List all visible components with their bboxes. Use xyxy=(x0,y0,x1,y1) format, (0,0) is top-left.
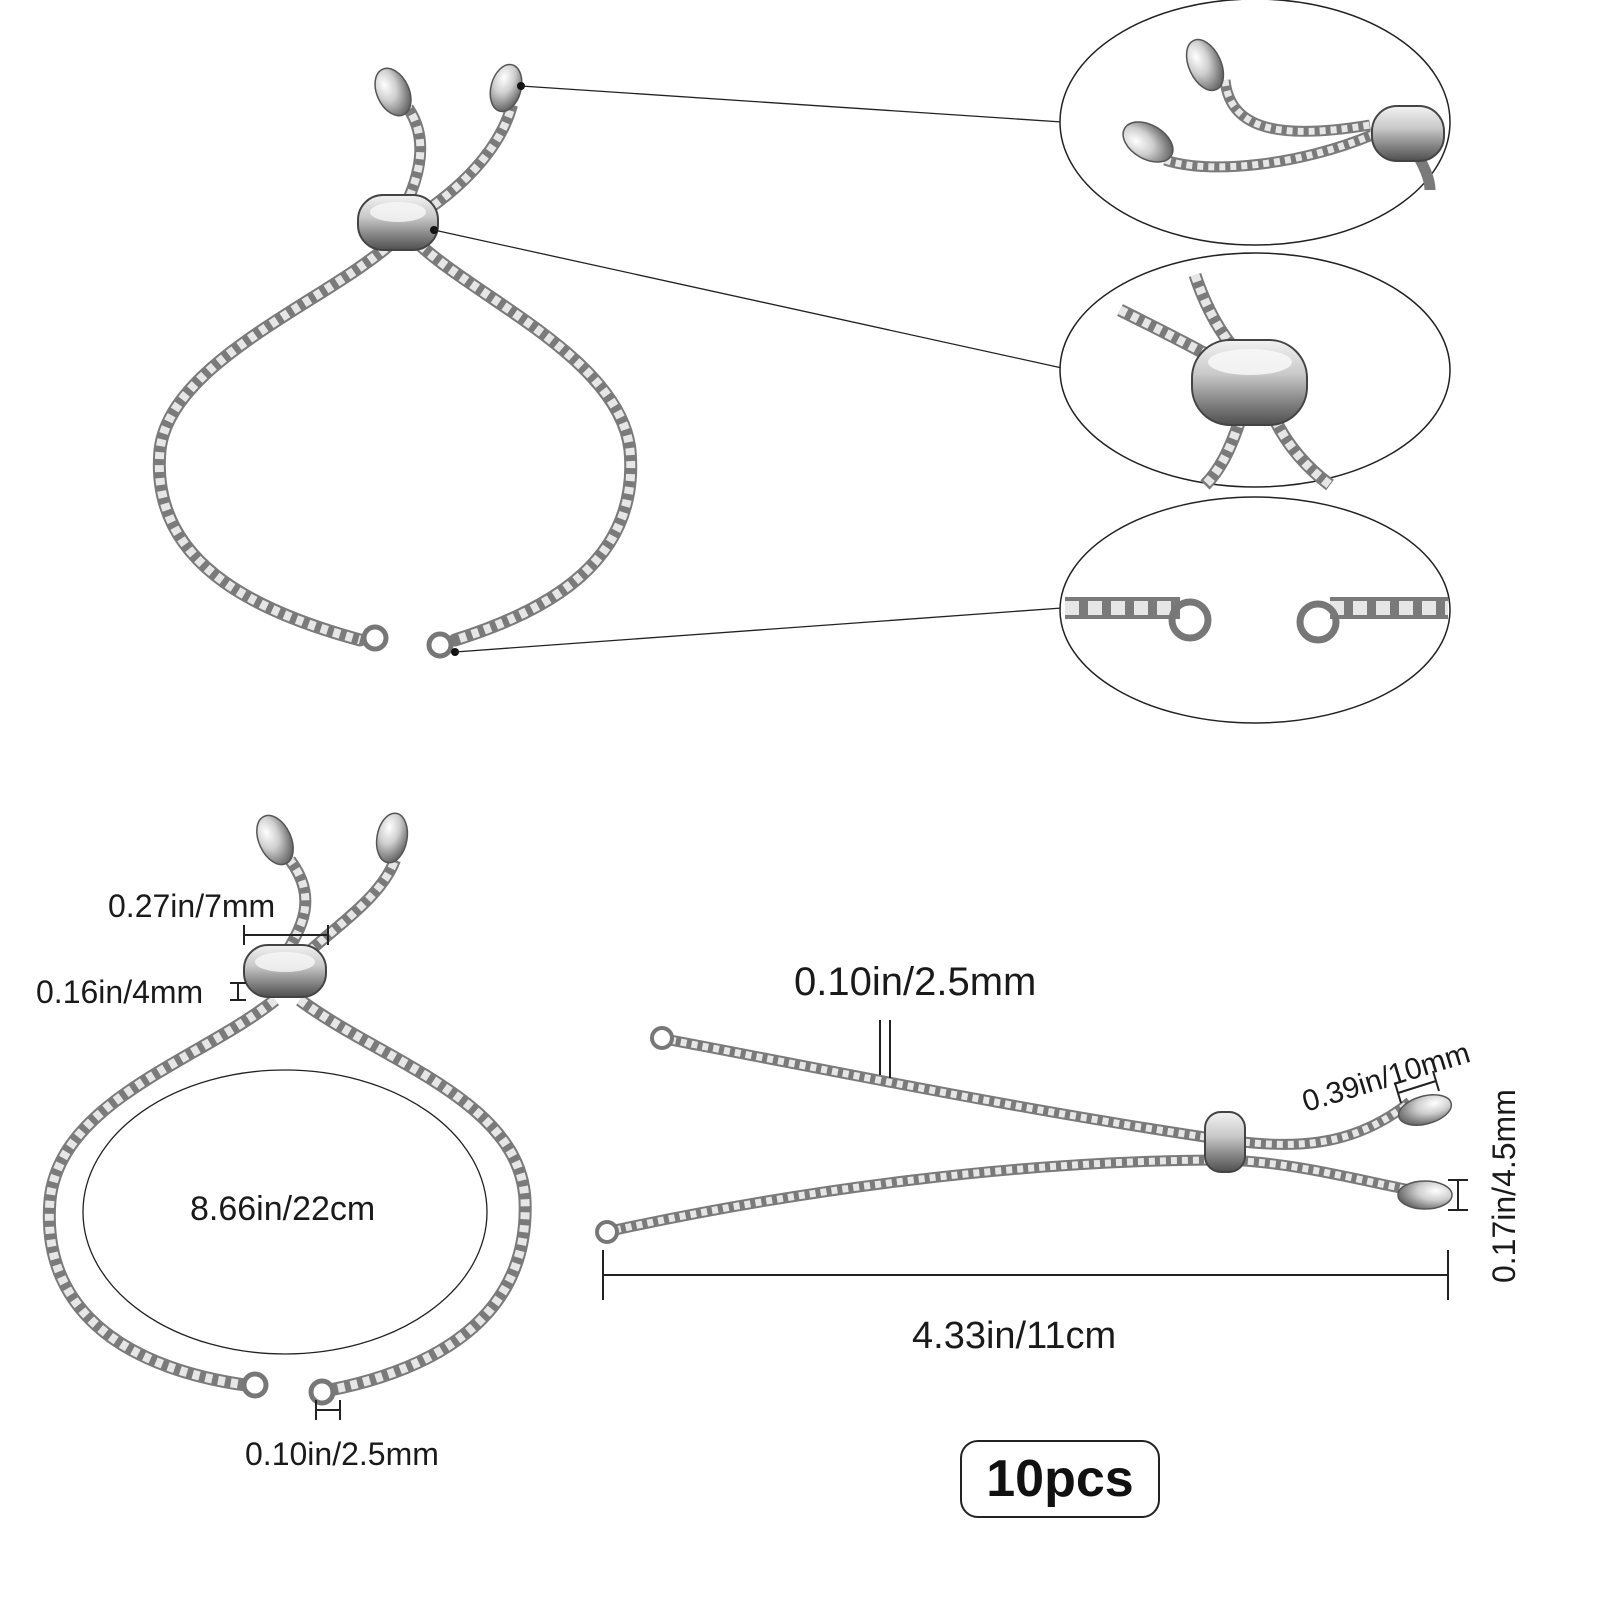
top-loop-ring-right xyxy=(426,631,454,659)
bottom-right-bracelet xyxy=(595,1026,1453,1244)
quantity-badge: 10pcs xyxy=(960,1440,1160,1518)
top-end-bead-left xyxy=(374,67,412,117)
half-length-label: 4.33in/11cm xyxy=(912,1315,1116,1357)
zoom-end-beads xyxy=(1059,0,1451,246)
slider-height-label: 0.16in/4mm xyxy=(36,974,203,1010)
chain-width-label: 0.10in/2.5mm xyxy=(794,960,1036,1004)
circumference-label: 8.66in/22cm xyxy=(190,1190,375,1228)
dimension-marks-left xyxy=(230,925,341,1420)
top-loop-ring-left xyxy=(361,624,389,652)
circumference-ellipse xyxy=(82,1069,488,1355)
zoom-loop-ends xyxy=(1059,496,1451,724)
dimension-marks-right xyxy=(602,1020,1468,1300)
leader-lines xyxy=(430,82,1063,656)
top-chain-right xyxy=(413,238,638,647)
loop-chain-width-label: 0.10in/2.5mm xyxy=(245,1436,439,1472)
top-end-bead-right xyxy=(489,63,523,113)
zoom-slider xyxy=(1059,252,1451,491)
top-bracelet xyxy=(152,63,638,659)
end-bead-diameter-label: 0.17in/4.5mm xyxy=(1486,1089,1522,1283)
slider-width-label: 0.27in/7mm xyxy=(108,888,275,924)
top-chain-left xyxy=(152,233,402,647)
bottom-left-bracelet xyxy=(42,812,532,1406)
